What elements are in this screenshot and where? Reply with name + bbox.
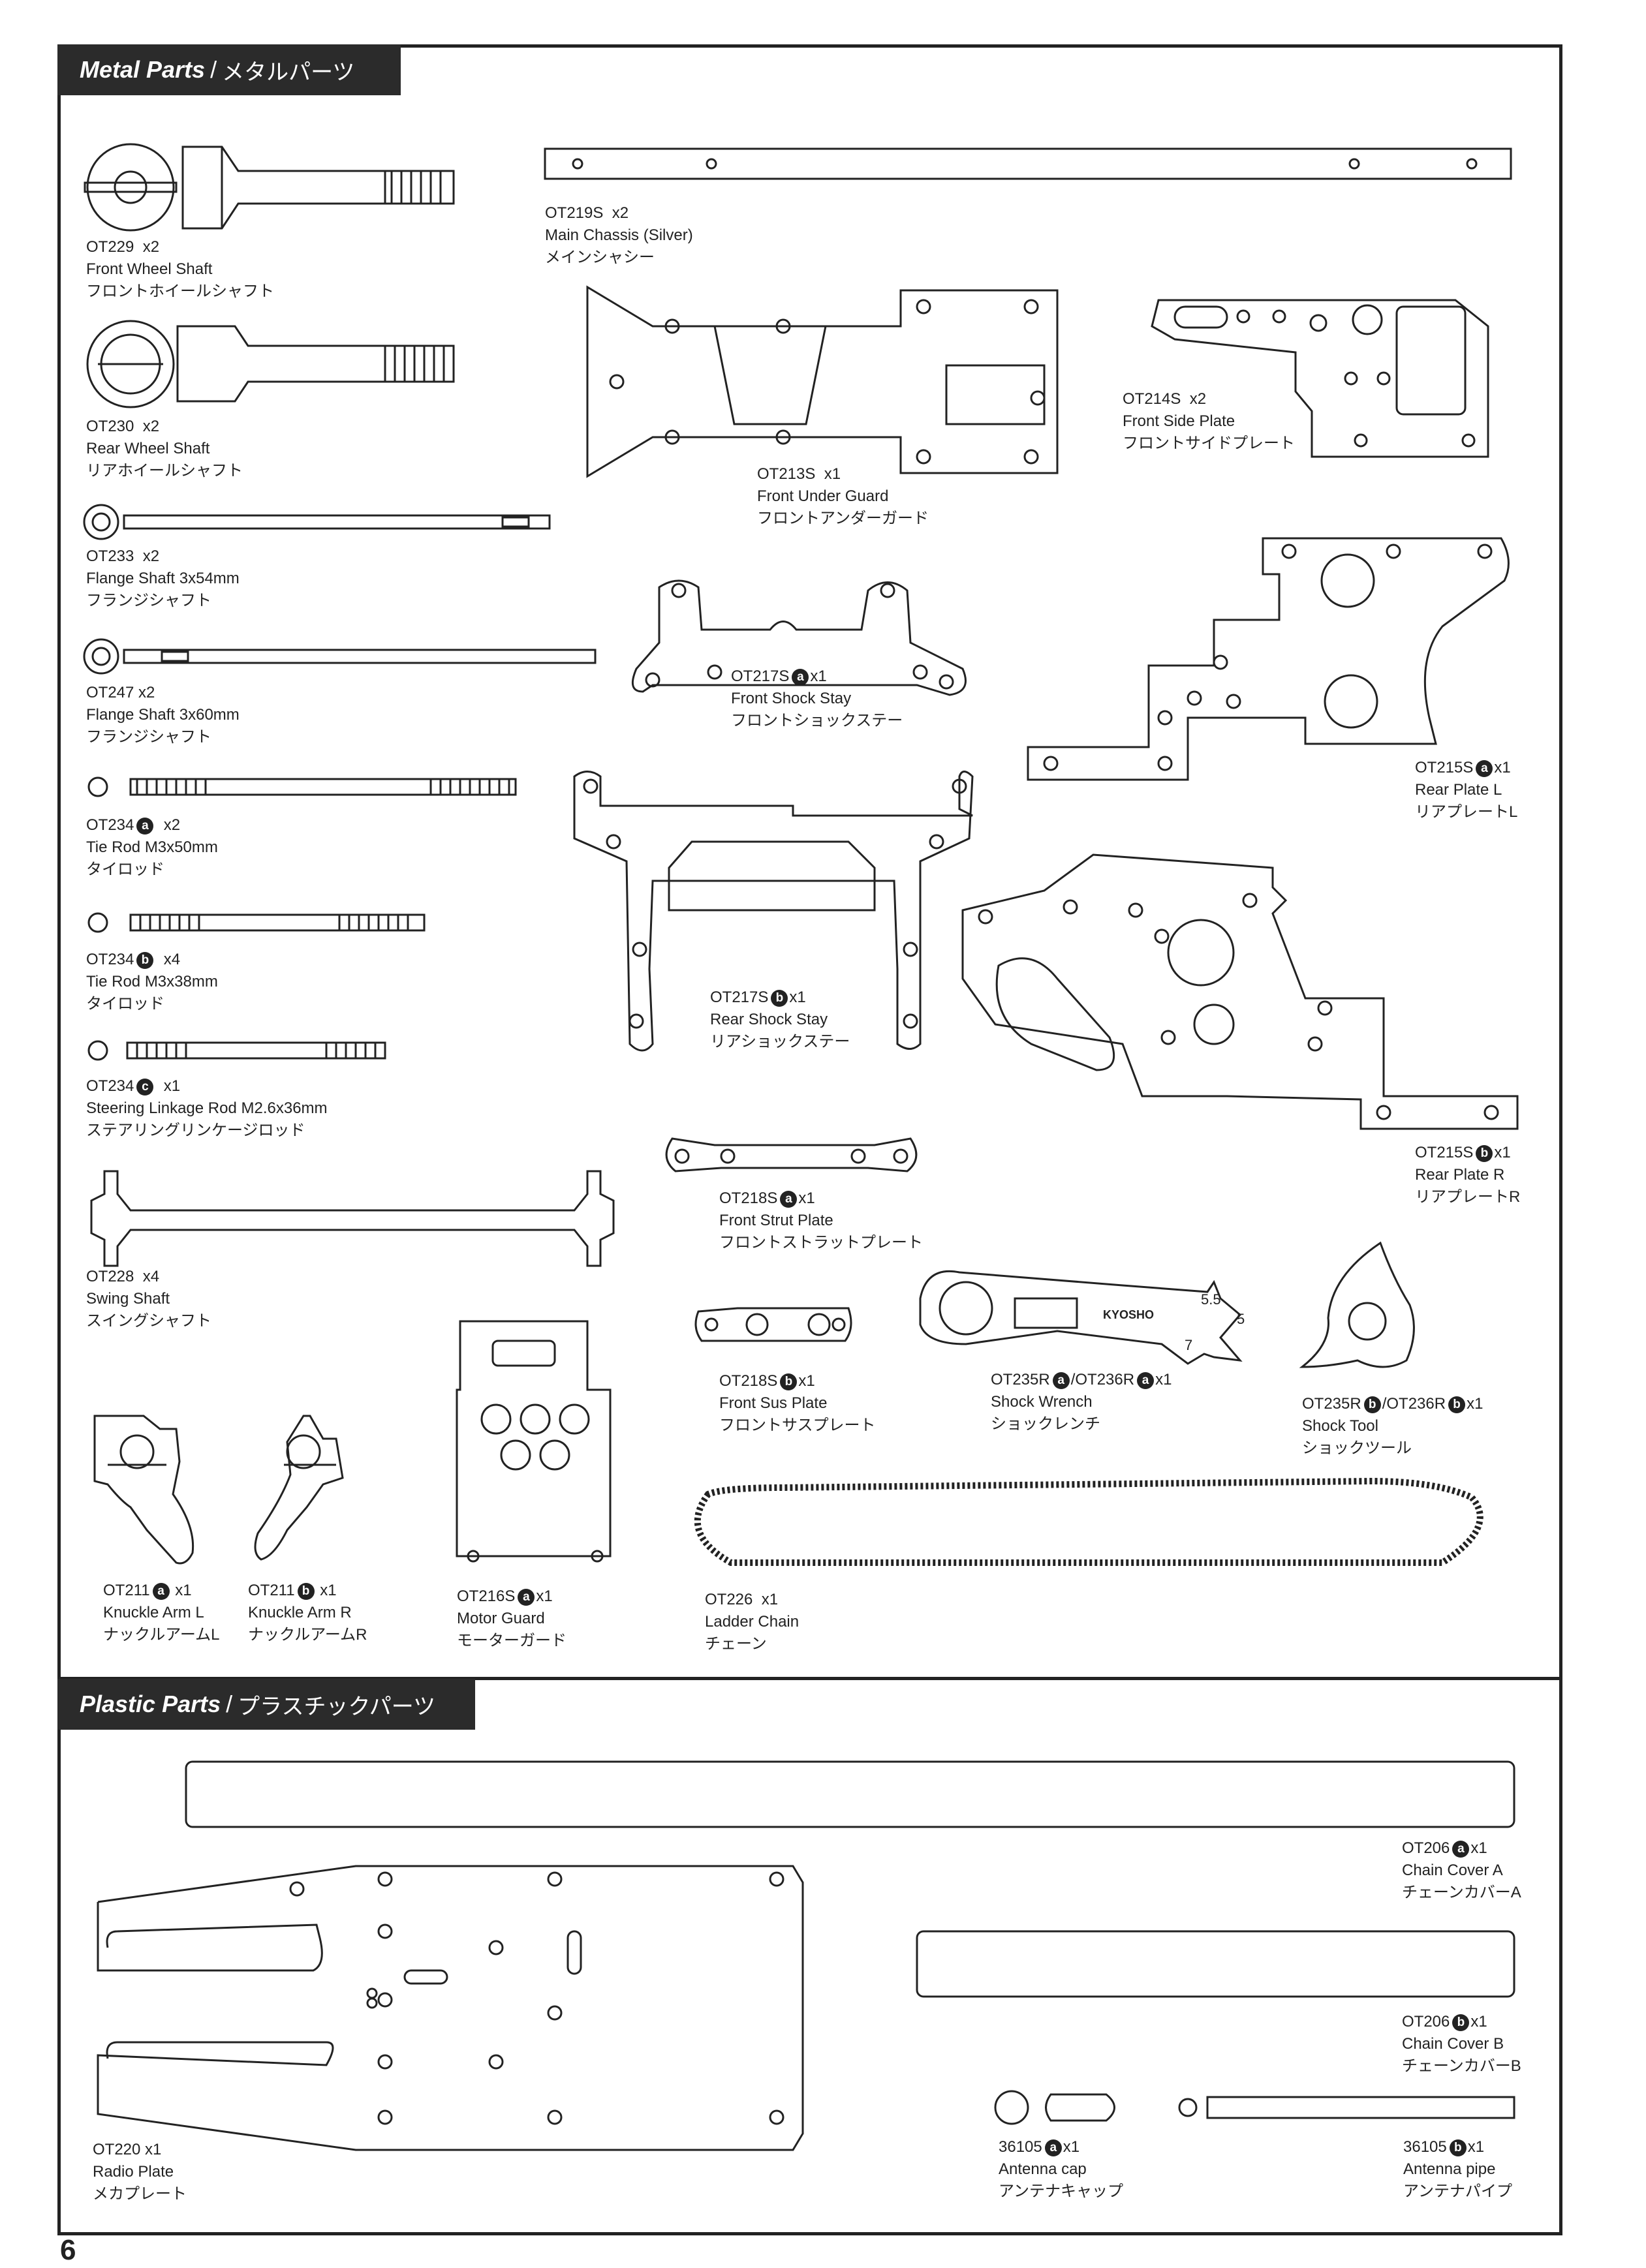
front-under-guard-drawing bbox=[586, 285, 1059, 478]
rear-plate-l-drawing bbox=[1027, 537, 1510, 781]
knuckle-arm-l-drawing bbox=[93, 1415, 194, 1565]
motor-guard-drawing bbox=[456, 1320, 612, 1563]
steering-linkage-rod-drawing bbox=[87, 1040, 386, 1061]
section-title-en: Plastic Parts bbox=[80, 1691, 221, 1717]
wrench-size-c: 7 bbox=[1185, 1337, 1193, 1353]
rear-shock-stay-drawing bbox=[573, 771, 974, 1052]
section-title-jp: プラスチックパーツ bbox=[238, 1694, 436, 1719]
rear-plate-r-drawing bbox=[961, 853, 1519, 1130]
flange-shaft-54-drawing bbox=[83, 504, 551, 540]
front-sus-plate-drawing bbox=[694, 1307, 852, 1342]
wrench-size-a: 5.5 bbox=[1201, 1291, 1221, 1308]
rear-wheel-shaft-drawing bbox=[86, 320, 455, 408]
main-chassis-drawing bbox=[544, 147, 1512, 180]
antenna-cap-drawing bbox=[994, 2090, 1115, 2125]
section-divider bbox=[57, 1677, 1562, 1680]
front-shock-stay-drawing bbox=[631, 579, 967, 696]
part-label-ot219s: OT219S x2 Main Chassis (Silver)メインシャシー bbox=[545, 204, 693, 266]
wrench-brand: KYOSHO bbox=[1103, 1308, 1155, 1321]
wrench-size-b: 5 bbox=[1237, 1311, 1245, 1327]
section-title-en: Metal Parts bbox=[80, 56, 206, 83]
metal-parts-header: Metal Parts / メタルパーツ bbox=[57, 44, 401, 95]
plastic-parts-header: Plastic Parts / プラスチックパーツ bbox=[57, 1679, 475, 1730]
front-strut-plate-drawing bbox=[665, 1137, 918, 1172]
chain-cover-a-drawing bbox=[185, 1760, 1515, 1828]
antenna-pipe-drawing bbox=[1178, 2096, 1515, 2119]
section-title-jp: メタルパーツ bbox=[222, 59, 355, 85]
knuckle-arm-r-drawing bbox=[254, 1415, 344, 1561]
chain-cover-b-drawing bbox=[916, 1930, 1515, 1998]
swing-shaft-drawing bbox=[90, 1170, 615, 1267]
page-frame bbox=[57, 44, 1562, 2235]
tie-rod-38-drawing bbox=[87, 912, 426, 933]
radio-plate-drawing bbox=[97, 1865, 804, 2151]
tie-rod-50-drawing bbox=[87, 776, 517, 797]
front-wheel-shaft-drawing bbox=[84, 143, 455, 232]
shock-wrench-drawing bbox=[919, 1270, 1243, 1365]
section-title-separator: / bbox=[226, 1691, 233, 1717]
section-title-separator: / bbox=[210, 56, 217, 83]
ladder-chain-drawing bbox=[694, 1477, 1483, 1566]
page-number: 6 bbox=[60, 2234, 76, 2266]
flange-shaft-60-drawing bbox=[83, 638, 597, 675]
shock-tool-drawing bbox=[1299, 1241, 1415, 1368]
front-side-plate-drawing bbox=[1151, 299, 1489, 458]
